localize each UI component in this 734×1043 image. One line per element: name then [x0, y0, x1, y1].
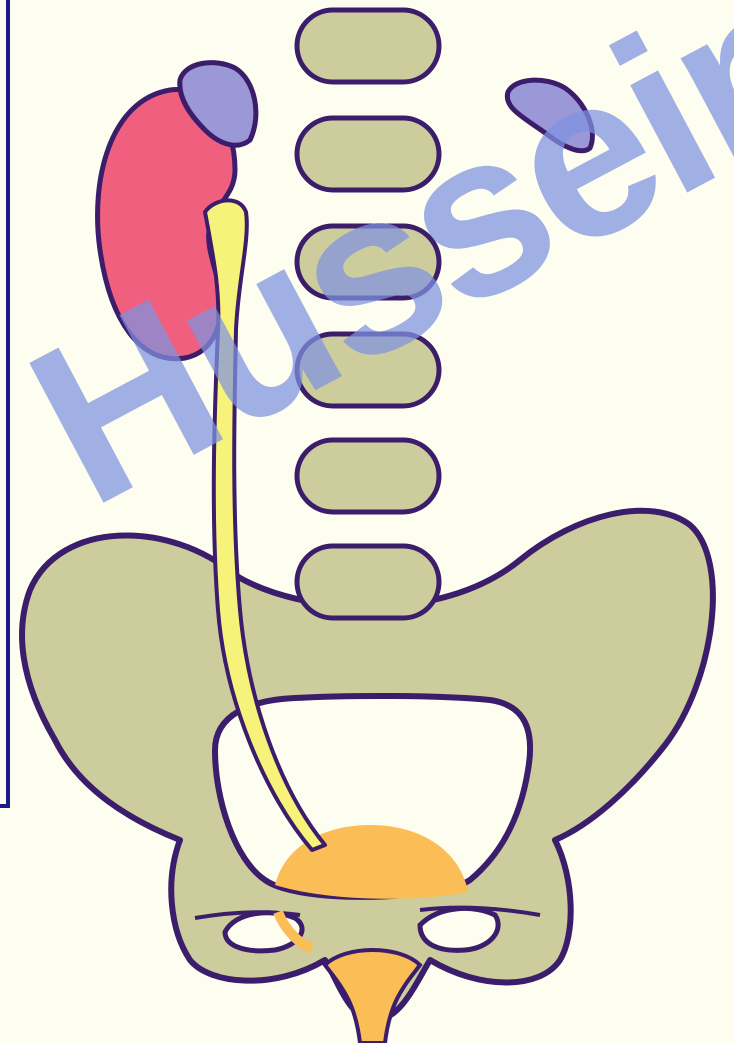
frame-border — [0, 0, 8, 806]
vertebra — [297, 440, 439, 512]
obturator-foramen-right — [420, 908, 498, 950]
vertebra — [297, 10, 439, 82]
vertebra — [297, 546, 439, 618]
